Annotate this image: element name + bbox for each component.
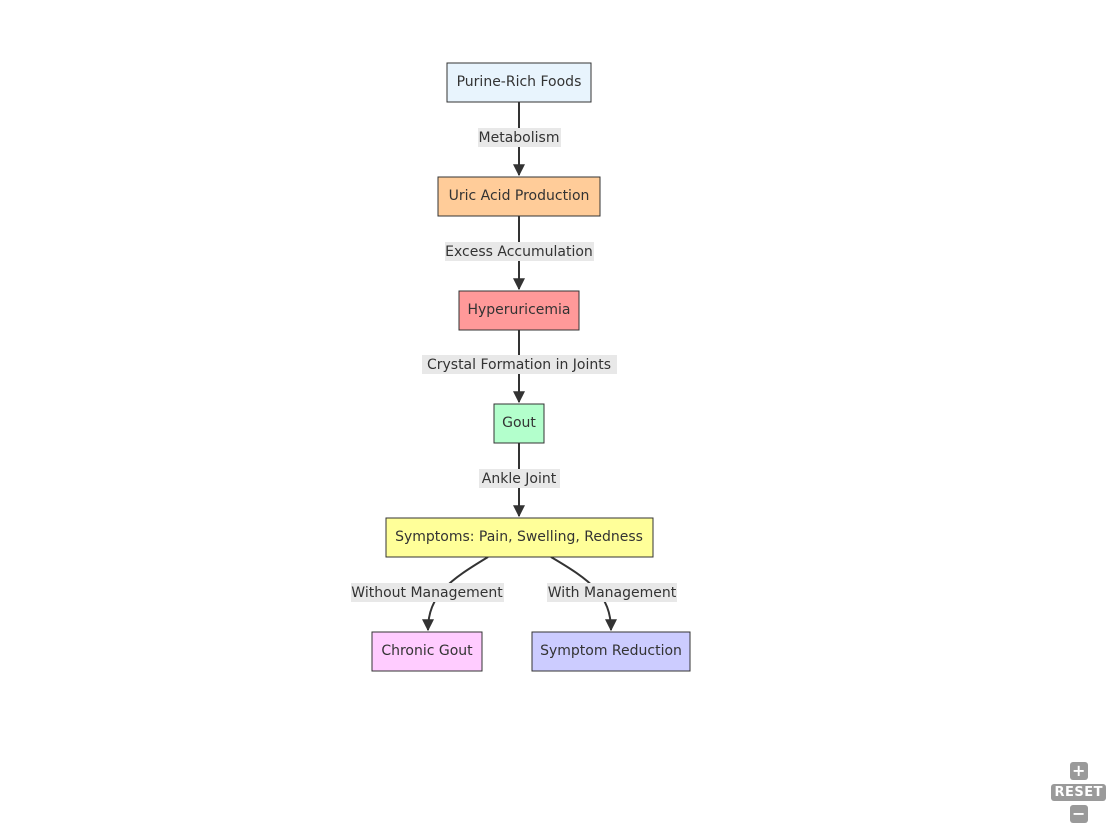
edge-label-crystal-formation: Crystal Formation in Joints xyxy=(427,357,611,373)
node-purine-rich-foods[interactable]: Purine-Rich Foods xyxy=(446,62,592,103)
edge-label-metabolism: Metabolism xyxy=(479,130,560,146)
edge-labels: Metabolism Excess Accumulation Crystal F… xyxy=(351,128,677,602)
node-gout[interactable]: Gout xyxy=(493,403,545,444)
svg-text:Symptoms: Pain, Swelling, Redn: Symptoms: Pain, Swelling, Redness xyxy=(395,529,643,545)
node-hyperuricemia[interactable]: Hyperuricemia xyxy=(458,290,580,331)
zoom-out-button[interactable]: − xyxy=(1069,805,1088,823)
zoom-in-button[interactable]: + xyxy=(1069,762,1088,780)
svg-text:Uric Acid Production: Uric Acid Production xyxy=(449,188,590,204)
node-symptoms[interactable]: Symptoms: Pain, Swelling, Redness xyxy=(385,517,654,558)
zoom-controls: + RESET − xyxy=(1051,762,1106,823)
edge-label-ankle-joint: Ankle Joint xyxy=(482,471,557,487)
svg-text:Purine-Rich Foods: Purine-Rich Foods xyxy=(457,74,582,90)
node-symptom-reduction[interactable]: Symptom Reduction xyxy=(531,631,691,672)
node-chronic-gout[interactable]: Chronic Gout xyxy=(371,631,483,672)
edge-label-excess-accumulation: Excess Accumulation xyxy=(445,244,593,260)
nodes: Purine-Rich Foods Uric Acid Production H… xyxy=(371,62,691,672)
node-uric-acid-production[interactable]: Uric Acid Production xyxy=(437,176,601,217)
reset-button[interactable]: RESET xyxy=(1051,784,1106,801)
edge-label-with-management: With Management xyxy=(548,585,677,601)
edge-label-without-management: Without Management xyxy=(351,585,503,601)
svg-text:Symptom Reduction: Symptom Reduction xyxy=(540,643,682,659)
svg-text:Gout: Gout xyxy=(502,415,536,431)
svg-text:Hyperuricemia: Hyperuricemia xyxy=(467,302,570,318)
svg-text:Chronic Gout: Chronic Gout xyxy=(381,643,473,659)
